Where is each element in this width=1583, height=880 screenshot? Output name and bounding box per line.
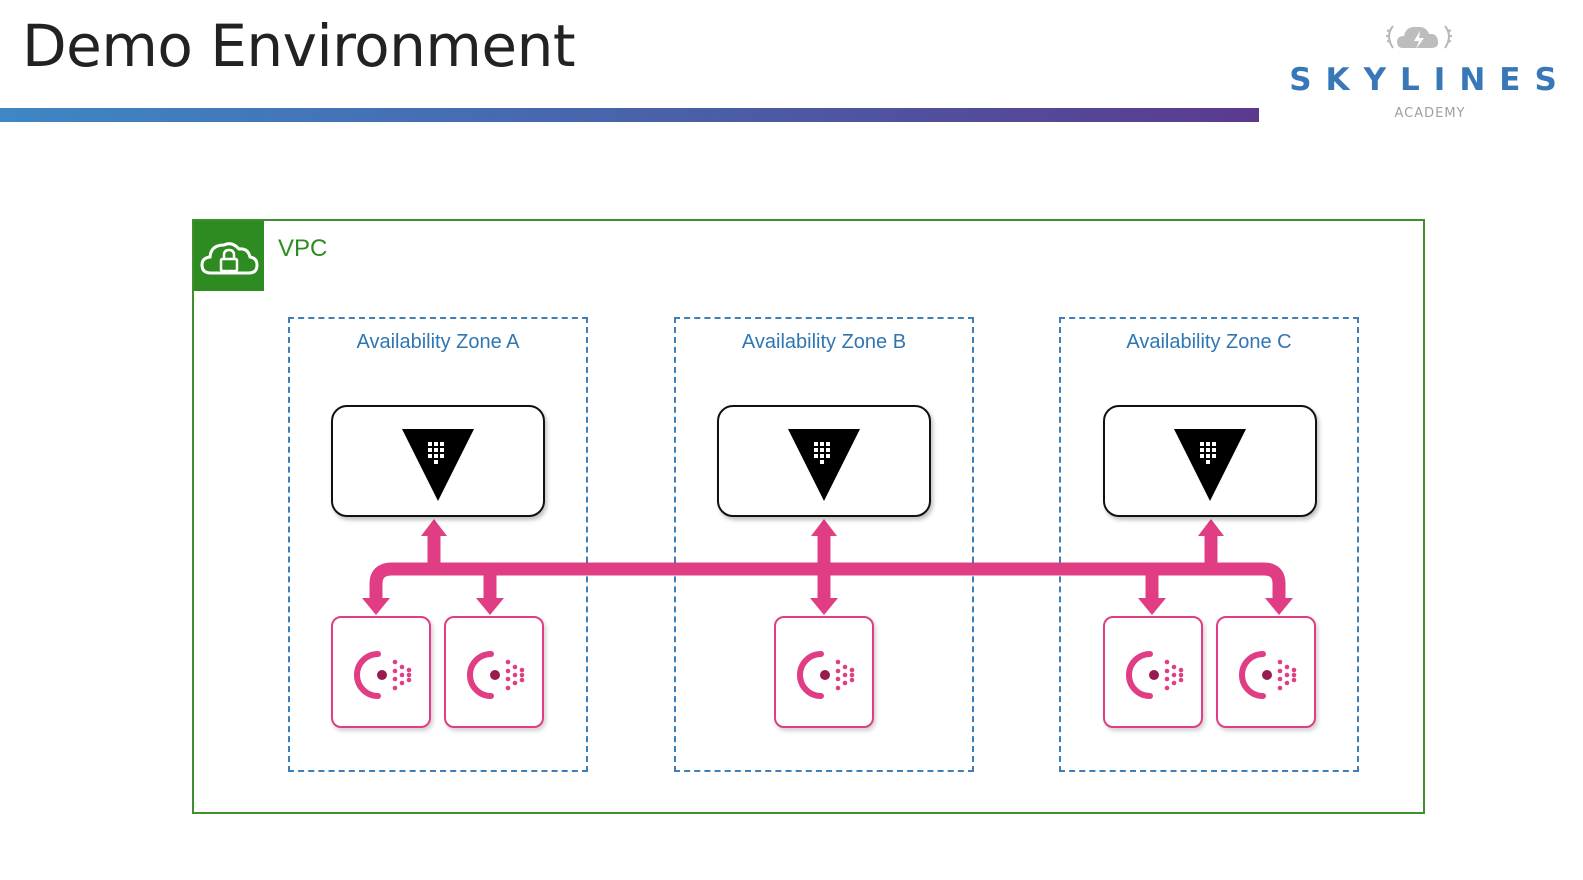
vault-node xyxy=(717,405,931,517)
vault-node xyxy=(331,405,545,517)
availability-zone-label: Availability Zone A xyxy=(356,331,520,353)
vault-triangle-icon xyxy=(402,429,474,501)
availability-zone-c: Availability Zone C xyxy=(1059,317,1359,772)
availability-zone-label: Availability Zone B xyxy=(741,331,907,353)
consul-icon xyxy=(1239,651,1297,699)
page-title: Demo Environment xyxy=(22,12,576,80)
title-underline-bar xyxy=(0,108,1259,122)
vault-node xyxy=(1103,405,1317,517)
consul-icon xyxy=(797,651,855,699)
consul-node xyxy=(1216,616,1316,728)
consul-node xyxy=(774,616,874,728)
availability-zone-label: Availability Zone C xyxy=(1126,331,1292,353)
availability-zone-a: Availability Zone A xyxy=(288,317,588,772)
vpc-badge xyxy=(194,221,264,291)
availability-zone-b: Availability Zone B xyxy=(674,317,974,772)
logo-subtitle: ACADEMY xyxy=(1394,106,1466,121)
consul-icon xyxy=(1126,651,1184,699)
consul-icon xyxy=(354,651,412,699)
consul-node xyxy=(444,616,544,728)
cloud-lock-icon xyxy=(200,242,259,275)
skylines-academy-logo: SKYLINES ACADEMY xyxy=(1285,18,1575,128)
vpc-container: VPC xyxy=(192,219,1425,814)
vpc-label: VPC xyxy=(278,235,328,262)
cloud-bolt-laurel-icon xyxy=(1386,25,1452,49)
consul-icon xyxy=(467,651,525,699)
logo-wordmark: SKYLINES xyxy=(1289,62,1571,98)
vault-triangle-icon xyxy=(1174,429,1246,501)
consul-node xyxy=(1103,616,1203,728)
vault-triangle-icon xyxy=(788,429,860,501)
consul-node xyxy=(331,616,431,728)
